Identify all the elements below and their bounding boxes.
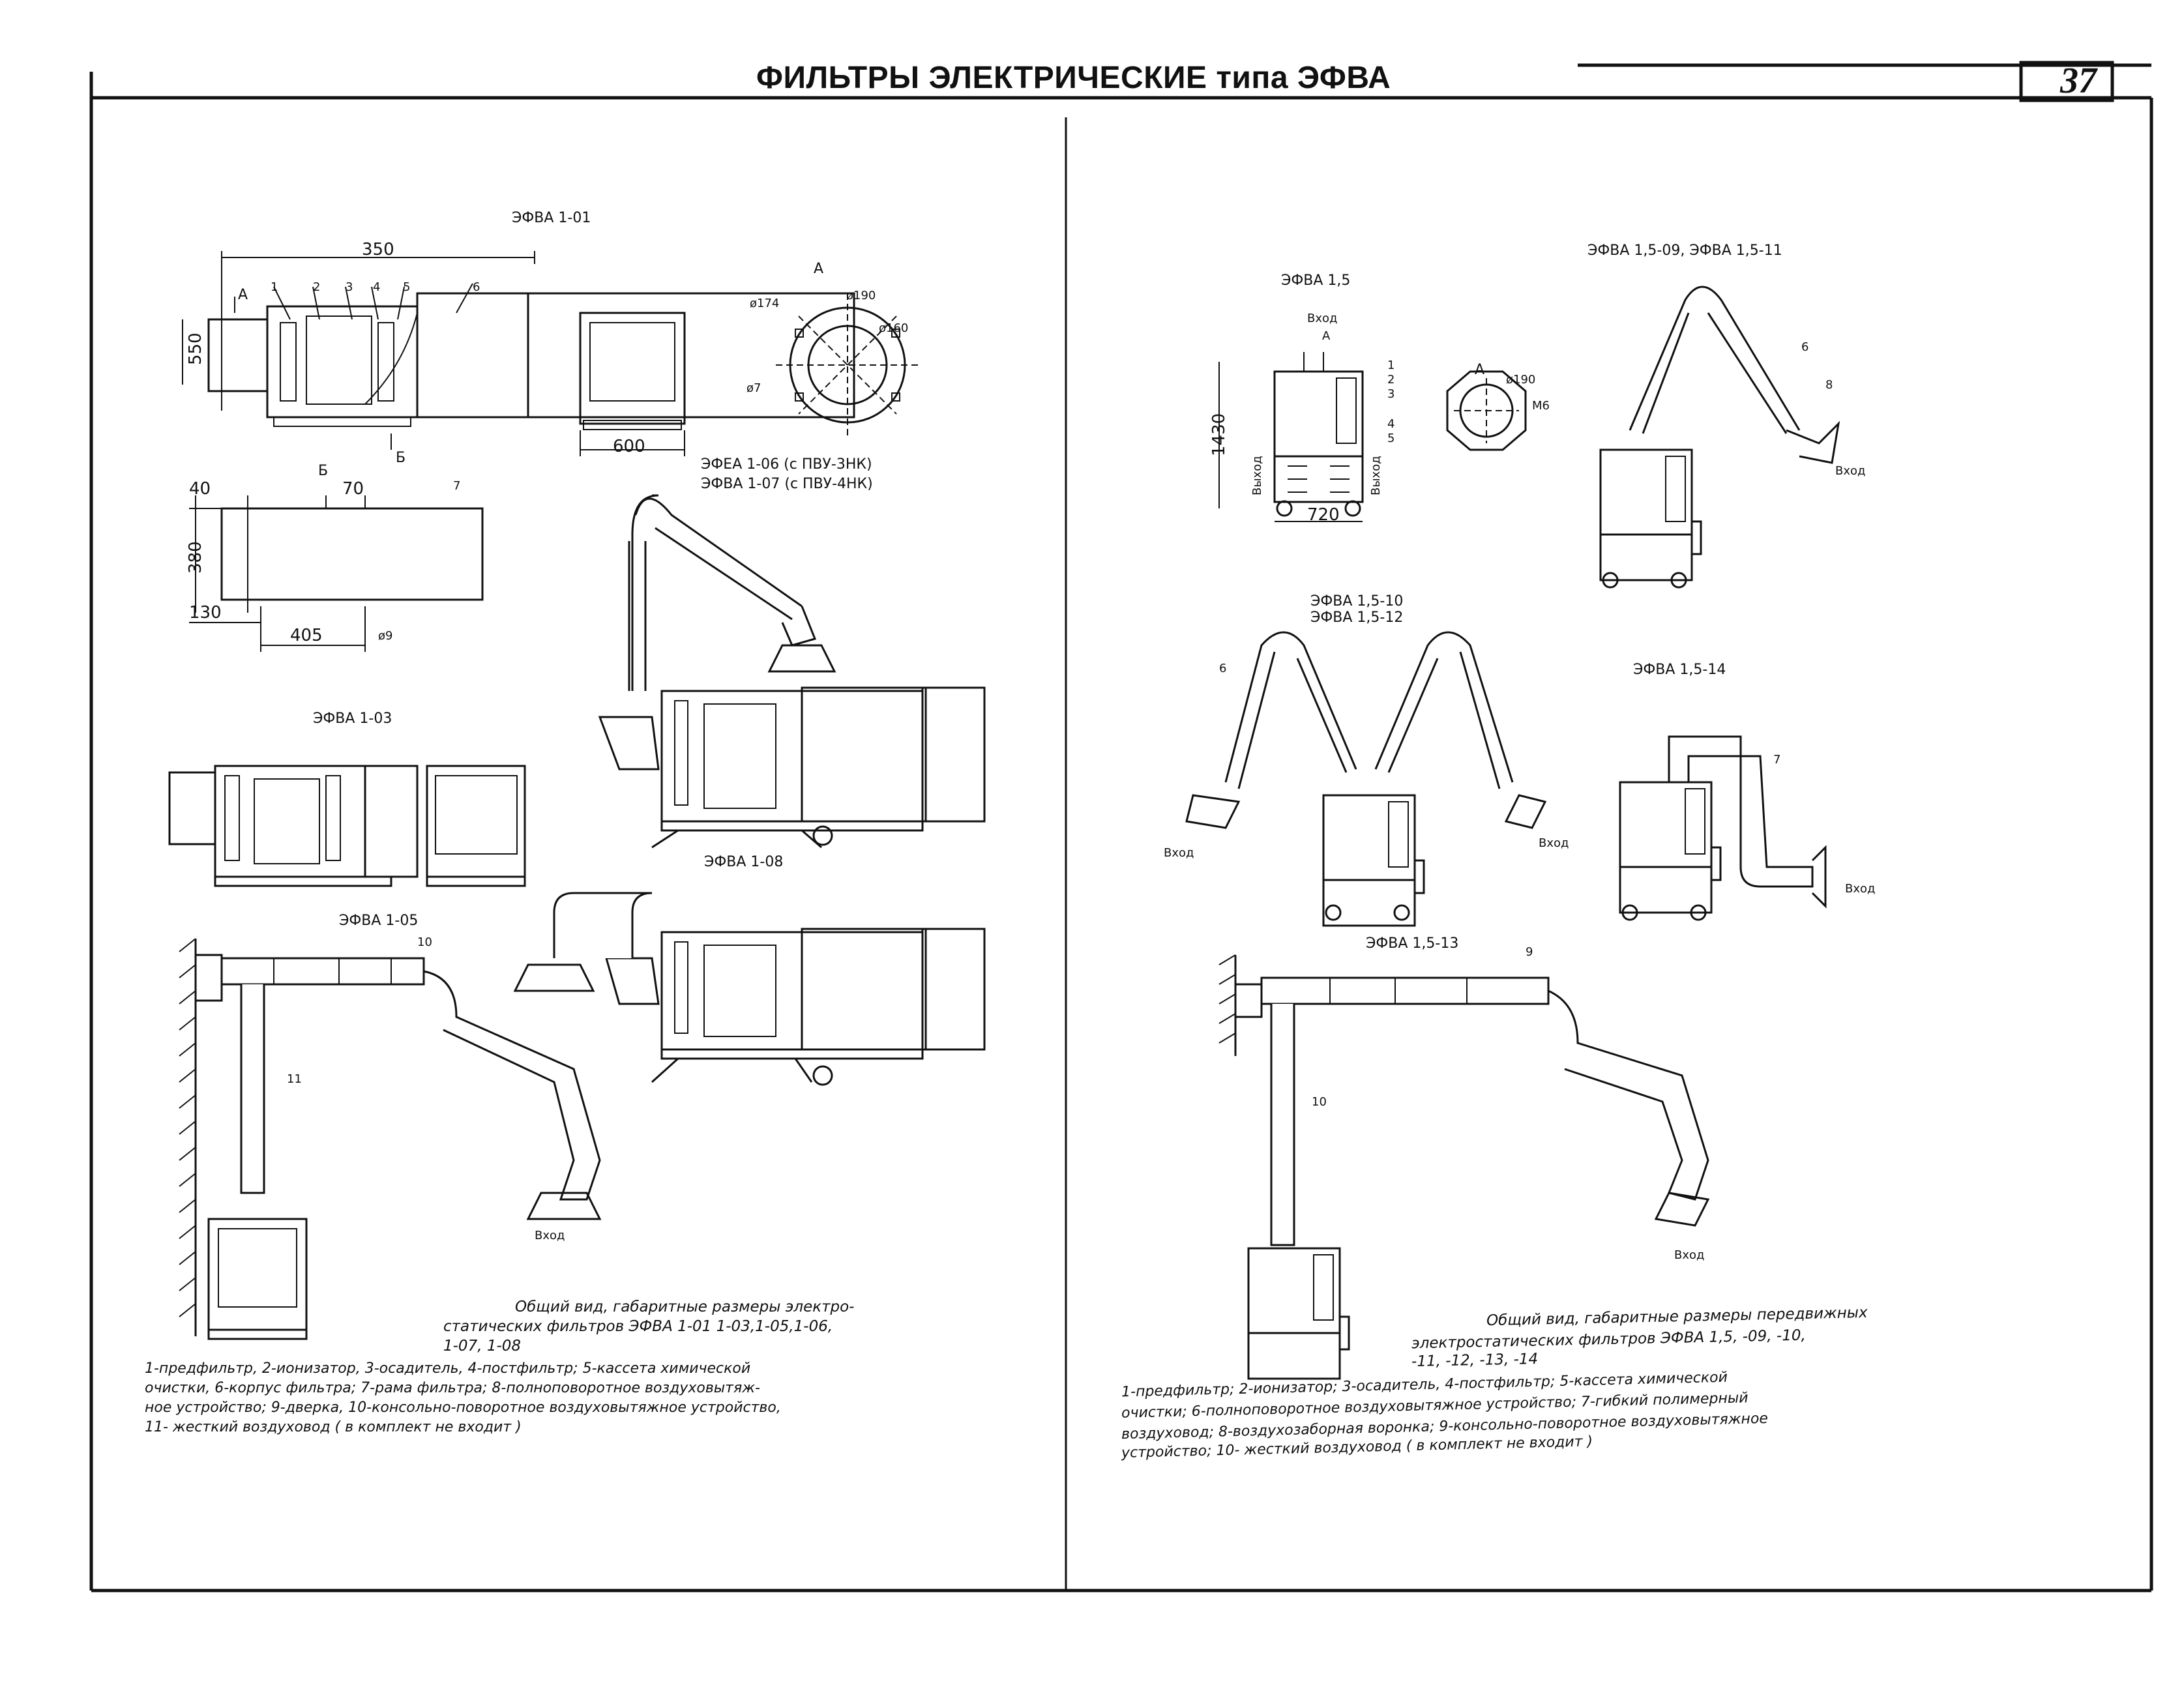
efva-1-01-front-view (579, 312, 686, 456)
dim-380: 380 (186, 541, 205, 574)
page-title: ФИЛЬТРЫ ЭЛЕКТРИЧЕСКИЕ типа ЭФВА (756, 61, 1391, 95)
view-a-marker-left: А (238, 287, 248, 303)
dim-550: 550 (186, 332, 205, 365)
callout-r2: 2 (1387, 373, 1395, 387)
dim-40: 40 (189, 479, 211, 499)
dim-405: 405 (290, 626, 323, 645)
callout-r5: 5 (1387, 432, 1395, 445)
dim-d160: ø160 (879, 321, 909, 335)
efva-1-06-07-unit (598, 494, 986, 849)
callout-r1: 1 (1387, 359, 1395, 372)
label-vhod-1012-right: Вход (1539, 836, 1569, 850)
label-vhod-13: Вход (1674, 1248, 1705, 1262)
efva-15-13-unit (1218, 954, 1710, 1380)
label-efva-15: ЭФВА 1,5 (1281, 272, 1351, 289)
view-b-marker: Б (396, 450, 406, 466)
legend-left-line-3: ное устройство; 9-дверка, 10-консольно-п… (145, 1400, 781, 1416)
dim-d190-right: ø190 (1506, 373, 1536, 387)
callout-r8: 8 (1825, 378, 1833, 392)
dim-600: 600 (613, 437, 645, 456)
label-efva-15-13: ЭФВА 1,5-13 (1366, 935, 1459, 952)
label-efva-15-14: ЭФВА 1,5-14 (1633, 662, 1726, 678)
view-b-top-view (189, 495, 484, 652)
dim-70: 70 (342, 479, 364, 499)
legend-left-line-4: 11- жесткий воздуховод ( в комплект не в… (145, 1419, 522, 1435)
efva-15-10-12-unit (1185, 631, 1547, 927)
label-efva-15-09-11: ЭФВА 1,5-09, ЭФВА 1,5-11 (1587, 242, 1782, 259)
efva-1-05-unit (179, 938, 602, 1340)
callout-11: 11 (287, 1072, 302, 1086)
view-b-title: Б (318, 463, 329, 479)
label-vhod-0911: Вход (1835, 464, 1866, 478)
callout-6: 6 (473, 280, 480, 294)
callout-r9: 9 (1526, 945, 1533, 959)
callout-r6-b: 6 (1219, 662, 1227, 675)
label-vhod-left: Вход (535, 1229, 565, 1242)
dim-d7: ø7 (746, 381, 761, 395)
efva-15-09-11-unit (1599, 286, 1840, 589)
page-number-box (2019, 61, 2114, 102)
caption-right-line-3: -11, -12, -13, -14 (1411, 1350, 1539, 1371)
view-a-title-right: А (1475, 362, 1485, 378)
label-efva-1-06: ЭФЕА 1-06 (с ПВУ-3НК) (701, 456, 872, 473)
view-a-flange-right (1446, 370, 1527, 451)
dim-720: 720 (1307, 505, 1340, 525)
label-efva-1-07: ЭФВА 1-07 (с ПВУ-4НК) (701, 476, 873, 492)
callout-2: 2 (313, 280, 321, 294)
efva-15-14-unit (1619, 735, 1827, 921)
dim-m6: М6 (1532, 399, 1550, 413)
dim-d9: ø9 (378, 629, 393, 643)
caption-left-line-2: статических фильтров ЭФВА 1-01 1-03,1-05… (443, 1318, 833, 1335)
label-efva-15-12: ЭФВА 1,5-12 (1310, 609, 1404, 626)
dim-d190-left: ø190 (846, 289, 876, 302)
dim-130: 130 (189, 603, 222, 623)
dim-d174: ø174 (750, 297, 780, 310)
label-efva-1-01: ЭФВА 1-01 (512, 210, 591, 226)
efva-15-unit (1218, 352, 1364, 522)
label-vhod-14: Вход (1845, 882, 1876, 896)
view-a-marker-right: А (1322, 329, 1331, 343)
label-vhod-efva15: Вход (1307, 312, 1338, 325)
legend-left-line-2: очистки, 6-корпус фильтра; 7-рама фильтр… (145, 1380, 760, 1396)
callout-5: 5 (403, 280, 411, 294)
callout-3: 3 (346, 280, 353, 294)
callout-1: 1 (271, 280, 278, 294)
dim-1430: 1430 (1209, 413, 1229, 456)
view-a-title-left: А (814, 261, 824, 277)
label-vyhod-left: Выход (1250, 456, 1264, 495)
callout-r6-a: 6 (1801, 340, 1809, 354)
callout-r7: 7 (1773, 753, 1781, 767)
efva-1-03-unit (168, 765, 526, 887)
callout-r4: 4 (1387, 417, 1395, 431)
callout-r10: 10 (1312, 1095, 1327, 1109)
efva-1-01-side-view (182, 251, 855, 450)
callout-r3: 3 (1387, 387, 1395, 401)
callout-7: 7 (453, 479, 461, 493)
efva-1-08-unit (513, 892, 986, 1086)
legend-left-line-1: 1-предфильтр, 2-ионизатор, 3-осадитель, … (145, 1360, 751, 1377)
label-vyhod-right: Выход (1369, 456, 1383, 495)
page-number: 37 (2060, 61, 2097, 101)
label-efva-1-03: ЭФВА 1-03 (313, 711, 392, 727)
caption-left-line-1: Общий вид, габаритные размеры электро- (515, 1298, 855, 1315)
label-efva-1-08: ЭФВА 1-08 (704, 854, 784, 870)
label-vhod-1012-left: Вход (1164, 846, 1194, 860)
view-a-flange-left (776, 293, 919, 437)
caption-left-line-3: 1-07, 1-08 (443, 1338, 522, 1355)
callout-4: 4 (373, 280, 381, 294)
dim-350: 350 (362, 240, 394, 259)
callout-10: 10 (417, 935, 432, 949)
label-efva-1-05: ЭФВА 1-05 (339, 913, 419, 929)
label-efva-15-10: ЭФВА 1,5-10 (1310, 593, 1404, 609)
